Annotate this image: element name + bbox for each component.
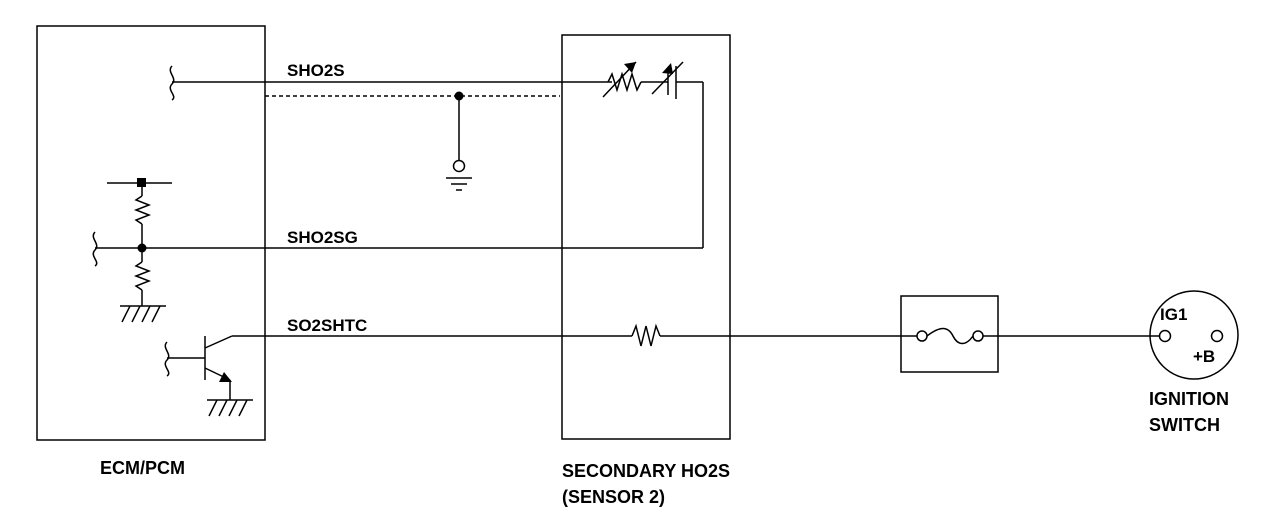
signal-label-sho2sg: SHO2SG (287, 228, 358, 247)
so2shtc-circuit (164, 290, 1239, 417)
ecm-ground-icon-2 (207, 399, 253, 417)
heater-resistor (631, 323, 661, 347)
shield-terminal (452, 159, 466, 173)
sho2sg-circuit (92, 178, 703, 323)
fuse-box (900, 295, 999, 373)
sho2s-circuit (169, 61, 704, 248)
secondary-ho2s-label-1: SECONDARY HO2S (562, 461, 730, 481)
ecm-pcm-box (36, 25, 266, 441)
ig1-terminal (1158, 329, 1172, 343)
secondary-ho2s-label-2: (SENSOR 2) (562, 487, 665, 507)
ecm-connector-tick-sho2sg (92, 231, 98, 267)
ignition-switch-label-1: IGNITION (1149, 389, 1229, 409)
ignition-switch-body (1149, 290, 1239, 380)
signal-label-so2shtc: SO2SHTC (287, 316, 367, 335)
ecm-ground-icon-1 (120, 305, 166, 323)
fuse-terminal-left (916, 330, 928, 342)
variable-arrow-head-2 (662, 63, 673, 74)
ecm-ref-junction (137, 178, 146, 187)
battery-terminal (1210, 329, 1224, 343)
battery-label: +B (1193, 347, 1215, 366)
ecm-connector-tick-sho2s (169, 65, 175, 101)
ground-icon (446, 177, 472, 191)
ignition-switch-label-2: SWITCH (1149, 415, 1220, 435)
pulldown-resistor (133, 261, 152, 291)
transistor-collector (204, 335, 233, 349)
ecm-pcm-label: ECM/PCM (100, 458, 185, 478)
fuse-element (926, 327, 974, 345)
transistor-emitter-arrow (219, 372, 232, 382)
secondary-ho2s-box (561, 34, 731, 440)
ig1-label: IG1 (1160, 305, 1187, 324)
variable-arrow-2 (651, 61, 684, 95)
ecm-connector-tick-so2shtc (164, 341, 170, 377)
pullup-resistor (133, 195, 152, 225)
sensor-variable-resistor (607, 71, 642, 93)
variable-arrow-head-1 (624, 62, 636, 73)
fuse-terminal-right (972, 330, 984, 342)
signal-label-sho2s: SHO2S (287, 61, 345, 80)
